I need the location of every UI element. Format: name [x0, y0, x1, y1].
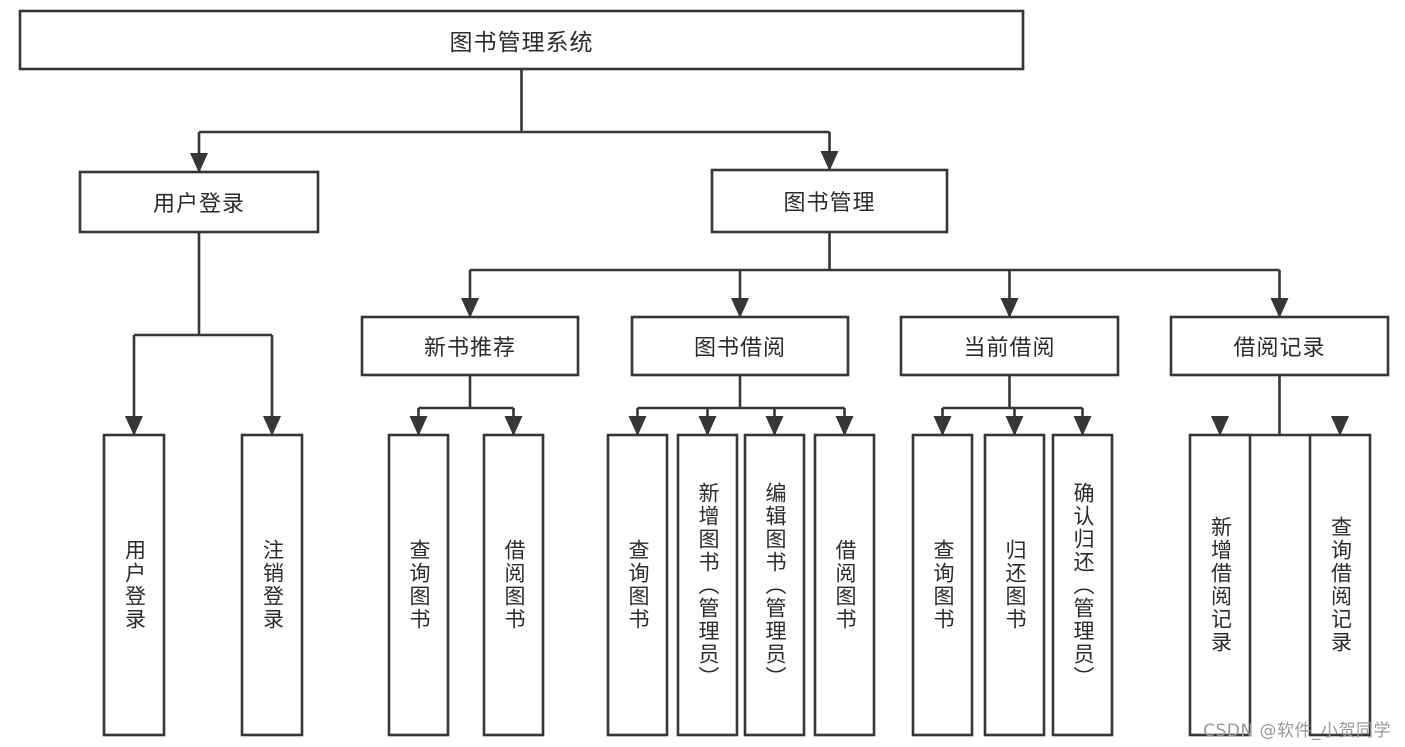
- arrow-head-icon: [835, 416, 854, 436]
- arrow-head-icon: [190, 153, 208, 173]
- node-box-leaf-add-borrow-record[interactable]: [1188, 433, 1252, 737]
- arrow-head-icon: [933, 416, 952, 436]
- connector-layer: [125, 69, 1349, 437]
- node-box-current-borrow[interactable]: [899, 315, 1120, 377]
- node-box-leaf-query-book-borrow[interactable]: [606, 433, 669, 737]
- node-box-leaf-borrow-book[interactable]: [813, 433, 876, 737]
- node-box-book-management[interactable]: [710, 168, 949, 234]
- arrow-head-icon: [1270, 298, 1289, 318]
- node-box-leaf-return-book[interactable]: [983, 433, 1046, 737]
- arrow-head-icon: [1000, 298, 1019, 318]
- arrow-head-icon: [1005, 416, 1024, 436]
- arrow-head-icon: [765, 416, 784, 436]
- arrow-head-icon: [628, 416, 647, 436]
- node-box-leaf-query-book-current[interactable]: [911, 433, 974, 737]
- node-box-new-book-recommend[interactable]: [360, 315, 580, 377]
- node-box-leaf-query-book-recommend[interactable]: [387, 433, 450, 737]
- arrow-head-icon: [698, 416, 717, 436]
- node-box-leaf-edit-book[interactable]: [743, 433, 806, 737]
- node-box-book-borrow[interactable]: [630, 315, 850, 377]
- node-box-leaf-confirm-return[interactable]: [1051, 433, 1114, 737]
- node-box-leaf-user-login[interactable]: [102, 433, 166, 737]
- node-box-leaf-query-borrow-record[interactable]: [1308, 433, 1372, 737]
- arrow-head-icon: [504, 416, 523, 436]
- node-box-layer: [18, 9, 1390, 737]
- arrow-head-icon: [1211, 416, 1229, 436]
- node-box-leaf-borrow-book-recommend[interactable]: [482, 433, 545, 737]
- arrow-head-icon: [1331, 416, 1349, 436]
- arrow-head-icon: [1073, 416, 1092, 436]
- node-box-leaf-logout[interactable]: [240, 433, 304, 737]
- arrow-head-icon: [125, 416, 143, 436]
- arrow-head-icon: [731, 298, 749, 318]
- node-box-user-login[interactable]: [78, 170, 320, 234]
- arrow-head-icon: [820, 151, 839, 171]
- node-box-leaf-add-book[interactable]: [676, 433, 739, 737]
- arrow-head-icon: [263, 416, 281, 436]
- node-box-root[interactable]: [18, 9, 1025, 71]
- arrow-head-icon: [409, 416, 428, 436]
- arrow-head-icon: [461, 298, 479, 318]
- node-box-borrow-record[interactable]: [1169, 315, 1390, 377]
